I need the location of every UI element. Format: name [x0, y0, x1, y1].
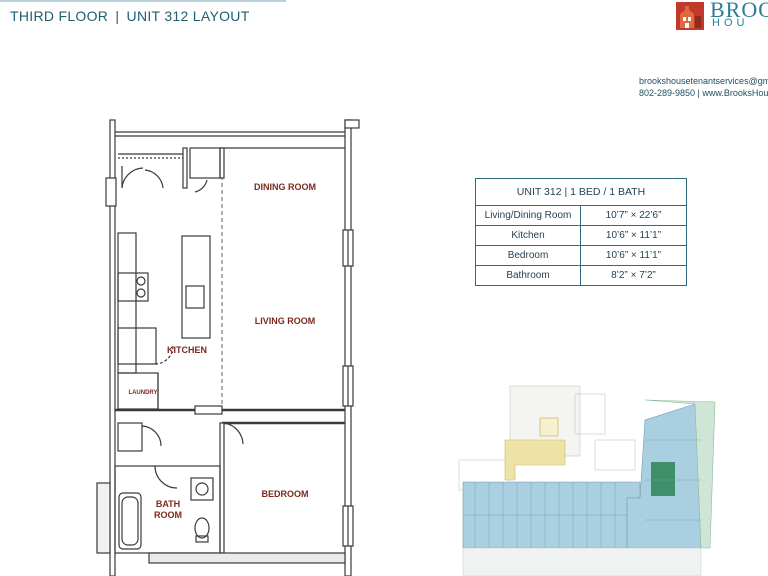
logo-word-house: HOU — [712, 17, 749, 29]
kitchen-island — [181, 235, 211, 339]
floor-label: THIRD FLOOR — [10, 8, 109, 24]
room-label-kitchen: KITCHEN — [167, 345, 207, 355]
contact-email[interactable]: brookshousetenantservices@gma — [639, 76, 768, 86]
table-row: Living/Dining Room 10’7” × 22’6” — [475, 205, 687, 226]
brand-logo: BROO HOU — [676, 0, 768, 32]
building-logo-icon — [676, 2, 704, 30]
room-label-dining: DINING ROOM — [254, 182, 316, 192]
unit-312-highlight — [651, 462, 675, 496]
room-name-cell: Living/Dining Room — [475, 205, 581, 226]
room-dims-cell: 10’6” × 11’1” — [580, 225, 687, 246]
west-wall — [109, 119, 116, 576]
unit-table-header: UNIT 312 | 1 BED / 1 BATH — [475, 178, 687, 206]
table-row: Kitchen 10’6” × 11’1” — [475, 225, 687, 246]
room-dims-cell: 8’2” × 7’2” — [580, 265, 687, 286]
floor-plan: DINING ROOM LIVING ROOM KITCHEN LAUNDRY … — [96, 119, 360, 576]
page-title: THIRD FLOOR | UNIT 312 LAYOUT — [10, 8, 250, 24]
room-dims-cell: 10’7” × 22’6” — [580, 205, 687, 226]
room-label-bath-room: ROOM — [154, 510, 182, 520]
logo-word-brooks: BROO — [710, 0, 768, 22]
table-row: Bathroom 8’2” × 7’2” — [475, 265, 687, 286]
room-label-bedroom: BEDROOM — [262, 489, 309, 499]
room-name-cell: Bedroom — [475, 245, 581, 266]
bath-sink — [190, 477, 214, 501]
header-rule — [0, 0, 286, 2]
unit-layout-label: UNIT 312 LAYOUT — [126, 8, 250, 24]
toilet — [194, 517, 210, 539]
kitchen-counter — [117, 232, 137, 374]
room-dims-cell: 10’6” × 11’1” — [580, 245, 687, 266]
bathtub — [118, 492, 142, 550]
range — [117, 272, 149, 302]
title-separator: | — [115, 8, 120, 24]
room-name-cell: Kitchen — [475, 225, 581, 246]
contact-phone-web[interactable]: 802-289-9850 | www.BrooksHous — [639, 88, 768, 98]
table-row: Bedroom 10’6” × 11’1” — [475, 245, 687, 266]
unit-dimensions-table: UNIT 312 | 1 BED / 1 BATH Living/Dining … — [475, 178, 687, 286]
room-label-bath: BATH — [156, 499, 180, 509]
room-label-laundry: LAUNDRY — [128, 390, 157, 396]
room-label-living: LIVING ROOM — [255, 316, 316, 326]
site-courtyard — [504, 439, 566, 481]
site-key-plan — [458, 385, 716, 576]
contact-info: brookshousetenantservices@gma 802-289-98… — [639, 75, 768, 99]
room-name-cell: Bathroom — [475, 265, 581, 286]
